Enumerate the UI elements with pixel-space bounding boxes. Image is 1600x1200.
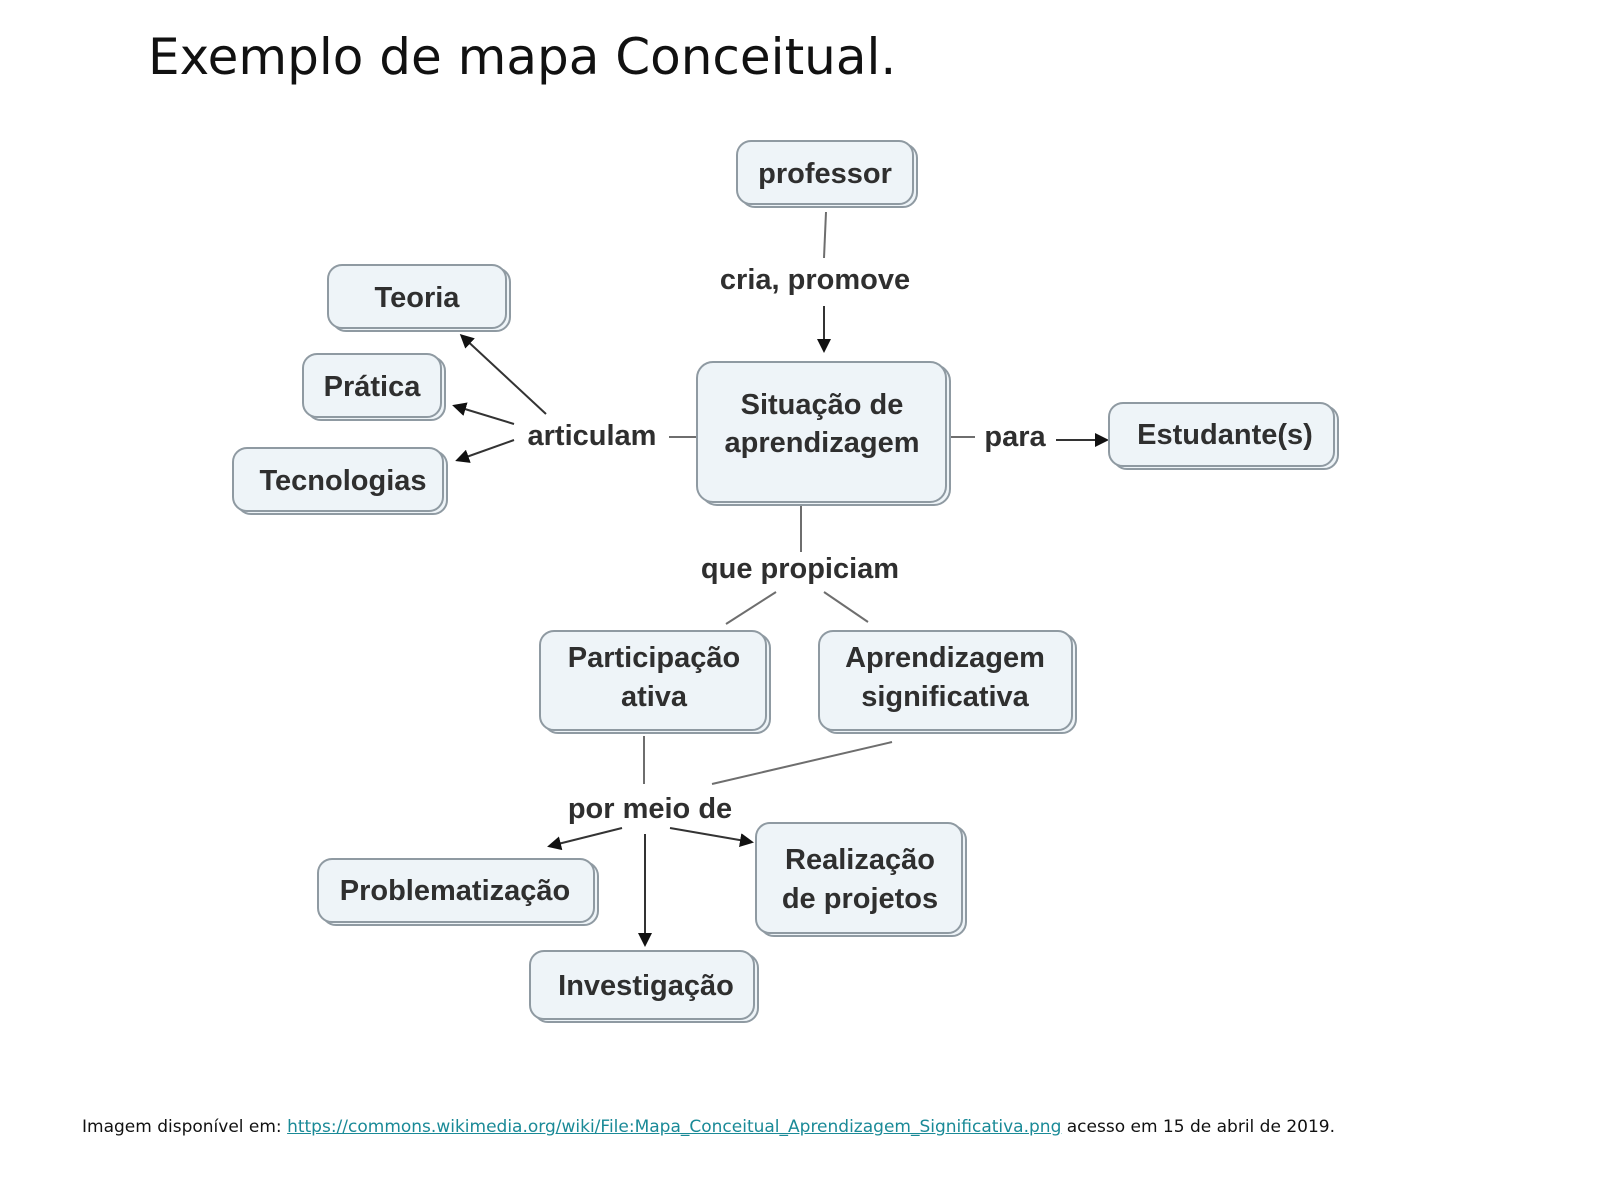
node-estudante-label: Estudante(s): [1137, 419, 1313, 451]
node-participacao-label-1: Participação: [568, 642, 740, 674]
edge-por-meio-to-realizacao: [669, 827, 754, 848]
node-situacao-label-1: Situação de: [741, 389, 904, 421]
link-label-articulam: articulam: [528, 420, 657, 452]
caption-prefix: Imagem disponível em:: [82, 1117, 282, 1137]
node-tecnologias-label: Tecnologias: [259, 465, 426, 497]
link-label-cria-promove: cria, promove: [720, 264, 910, 296]
node-aprendizagem-label-1: Aprendizagem: [845, 642, 1045, 674]
edge-por-meio-to-problematizacao: [547, 827, 623, 851]
node-tecnologias: Tecnologias: [232, 447, 448, 515]
edge-aprendizagem-to-por-meio: [711, 741, 893, 785]
edge-articulam-to-tecnologias: [455, 439, 515, 463]
edge-que-propiciam-to-aprendizagem: [823, 591, 869, 623]
caption-source-link[interactable]: https://commons.wikimedia.org/wiki/File:…: [287, 1117, 1062, 1137]
edge-professor-to-cria: [823, 211, 827, 259]
node-investigacao-label: Investigação: [558, 970, 734, 1002]
node-problematizacao: Problematização: [317, 858, 599, 926]
link-label-para: para: [984, 421, 1046, 453]
link-label-por-meio-de: por meio de: [568, 793, 732, 825]
node-participacao: Participação ativa: [539, 630, 771, 734]
node-realizacao-label-1: Realização: [785, 844, 935, 876]
node-situacao-label-2: aprendizagem: [725, 427, 920, 459]
image-source-caption: Imagem disponível em: https://commons.wi…: [82, 1117, 1335, 1137]
node-investigacao: Investigação: [529, 950, 759, 1023]
node-situacao: Situação de aprendizagem: [696, 361, 951, 506]
page-title: Exemplo de mapa Conceitual.: [148, 28, 897, 86]
node-pratica: Prática: [302, 353, 446, 421]
node-realizacao: Realização de projetos: [755, 822, 967, 937]
node-estudante: Estudante(s): [1108, 402, 1339, 470]
node-professor-label: professor: [758, 158, 892, 190]
node-aprendizagem-label-2: significativa: [861, 681, 1029, 713]
node-teoria-label: Teoria: [375, 282, 461, 314]
edges: [452, 211, 1109, 947]
node-professor: professor: [736, 140, 918, 208]
node-pratica-label: Prática: [324, 371, 422, 403]
edge-articulam-to-pratica: [452, 402, 515, 425]
link-label-que-propiciam: que propiciam: [701, 553, 899, 585]
edge-articulam-to-teoria: [459, 333, 547, 415]
node-problematizacao-label: Problematização: [340, 875, 570, 907]
edge-que-propiciam-to-participacao: [725, 591, 777, 625]
node-realizacao-label-2: de projetos: [782, 883, 938, 915]
node-aprendizagem: Aprendizagem significativa: [818, 630, 1077, 734]
node-participacao-label-2: ativa: [621, 681, 688, 713]
node-teoria: Teoria: [327, 264, 511, 332]
caption-suffix: acesso em 15 de abril de 2019.: [1066, 1117, 1335, 1137]
